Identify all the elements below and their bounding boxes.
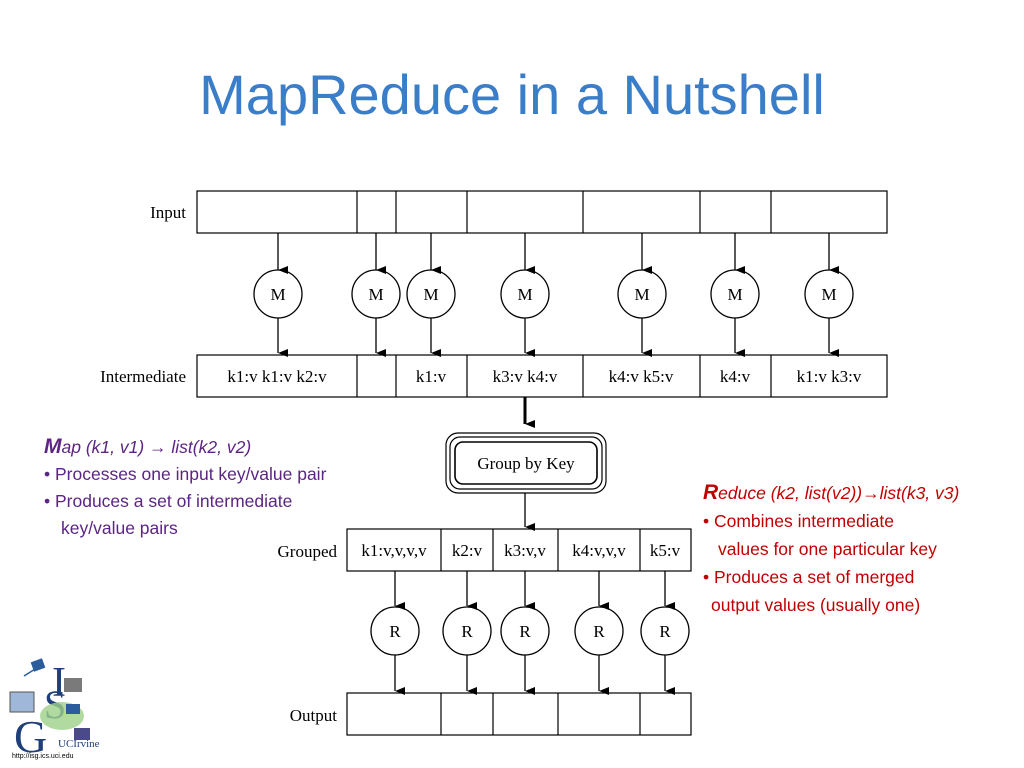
input-row [196,190,888,234]
map-node-label: M [634,285,649,304]
map-bullet-continuation: key/value pairs [61,518,178,538]
reduce-signature: Reduce (k2, list(v2))→list(k3, v3) [703,481,960,504]
group-by-key-box [445,432,607,494]
map-node-label: M [423,285,438,304]
reduce-node-label: R [519,622,531,641]
map-signature: Map (k1, v1) → list(k2, v2) [44,435,252,458]
svg-text:G: G [14,711,47,762]
reduce-bullet: • Produces a set of merged [703,567,915,587]
site-url: http://isg.ics.uci.edu [12,753,74,760]
reduce-stage [370,571,690,695]
grouped-cell: k2:v [452,541,483,560]
map-node-label: M [727,285,742,304]
map-node-label: M [368,285,383,304]
isg-logo: I S G [9,658,90,762]
group-by-key-label: Group by Key [477,454,575,473]
row-label-grouped: Grouped [278,542,338,561]
map-node-label: M [270,285,285,304]
grouped-cell: k3:v,v [504,541,546,560]
row-label-output: Output [290,706,338,725]
reduce-node-label: R [659,622,671,641]
reduce-node-label: R [389,622,401,641]
intermediate-cell: k1:v k3:v [797,367,862,386]
reduce-bullet-continuation: output values (usually one) [711,595,921,615]
reduce-bullet: • Combines intermediate [703,511,894,531]
output-row [346,692,692,736]
grouped-row [346,528,692,572]
map-description: Map (k1, v1) → list(k2, v2) • Processes … [44,433,326,542]
map-initial: M [44,435,62,458]
grouped-cell: k4:v,v,v [572,541,626,560]
intermediate-cell: k1:v [416,367,447,386]
page-title: MapReduce in a Nutshell [199,63,825,126]
svg-text:I: I [52,660,66,706]
reduce-bullet-continuation: values for one particular key [718,539,937,559]
intermediate-cell: k4:v [720,367,751,386]
grouped-cell: k5:v [650,541,681,560]
row-label-input: Input [150,203,186,222]
reduce-initial: R [703,481,719,504]
map-stage [253,233,854,357]
brand-text: UCIrvine [58,738,100,750]
intermediate-row [196,354,888,398]
map-node-label: M [517,285,532,304]
map-arrow: → [149,437,167,457]
intermediate-cell: k1:v k1:v k2:v [227,367,327,386]
grouped-cell: k1:v,v,v,v [361,541,427,560]
reduce-node-label: R [593,622,605,641]
reduce-arrow: → [862,483,880,503]
map-bullet: • Processes one input key/value pair [44,464,327,484]
map-node-label: M [821,285,836,304]
intermediate-cell: k4:v k5:v [609,367,674,386]
reduce-description: Reduce (k2, list(v2))→list(k3, v3) • Com… [703,479,959,619]
map-bullet: • Produces a set of intermediate [44,491,293,511]
reduce-node-label: R [461,622,473,641]
row-label-intermediate: Intermediate [100,367,186,386]
intermediate-cell: k3:v k4:v [493,367,558,386]
